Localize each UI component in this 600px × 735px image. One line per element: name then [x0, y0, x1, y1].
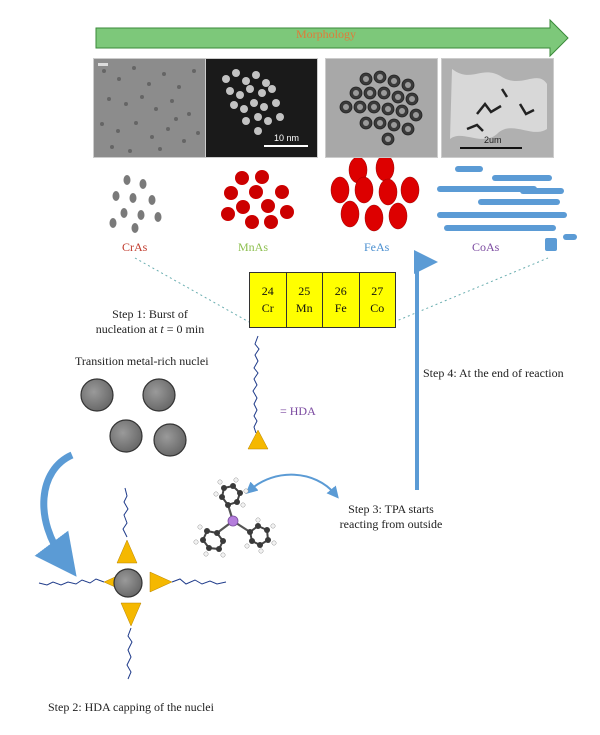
step4-label: Step 4: At the end of reaction [423, 366, 564, 381]
element-symbol: Cr [262, 300, 274, 317]
periodic-table-strip: 24 Cr 25 Mn 26 Fe 27 Co [249, 272, 396, 328]
step3-label: Step 3: TPA starts reacting from outside [335, 502, 447, 532]
mnas-particles [221, 170, 294, 229]
material-label-cras: CrAs [122, 240, 147, 255]
element-number: 24 [262, 283, 274, 300]
mnas-micrograph: 10 nm [205, 58, 318, 158]
element-symbol: Co [370, 300, 384, 317]
step3-line2: reacting from outside [335, 517, 447, 532]
element-number: 26 [335, 283, 347, 300]
feas-particles [331, 155, 419, 231]
step2-label: Step 2: HDA capping of the nuclei [48, 700, 214, 715]
element-cell-co: 27 Co [360, 273, 396, 327]
capped-nucleus [39, 488, 226, 679]
feas-micrograph [325, 58, 438, 158]
material-label-coas: CoAs [472, 240, 499, 255]
nuclei-label: Transition metal-rich nuclei [75, 354, 209, 369]
coas-micrograph: 2um [441, 58, 554, 158]
cras-particles [110, 175, 162, 233]
element-cell-cr: 24 Cr [250, 273, 287, 327]
tpa-molecule [194, 478, 276, 557]
hda-legend-molecule [248, 336, 268, 449]
element-cell-fe: 26 Fe [323, 273, 360, 327]
step1-label: Step 1: Burst of nucleation at t = 0 min [70, 307, 230, 337]
element-cell-mn: 25 Mn [287, 273, 324, 327]
material-label-mnas: MnAs [238, 240, 268, 255]
step2-curved-arrow [44, 455, 72, 560]
element-number: 25 [298, 283, 310, 300]
cras-micrograph [93, 58, 206, 158]
morphology-label: Morphology [96, 27, 556, 42]
mnas-scale-label: 10 nm [274, 133, 299, 143]
element-symbol: Fe [335, 300, 347, 317]
coas-rods [437, 166, 577, 251]
material-label-feas: FeAs [364, 240, 389, 255]
element-number: 27 [371, 283, 383, 300]
element-symbol: Mn [296, 300, 313, 317]
step3-curved-arrow [250, 475, 335, 494]
hda-legend-label: = HDA [280, 404, 316, 419]
nuclei-group [81, 379, 186, 456]
step3-line1: Step 3: TPA starts [335, 502, 447, 517]
coas-scale-label: 2um [484, 135, 502, 145]
step1-line2: nucleation at t = 0 min [70, 322, 230, 337]
step1-line1: Step 1: Burst of [70, 307, 230, 322]
